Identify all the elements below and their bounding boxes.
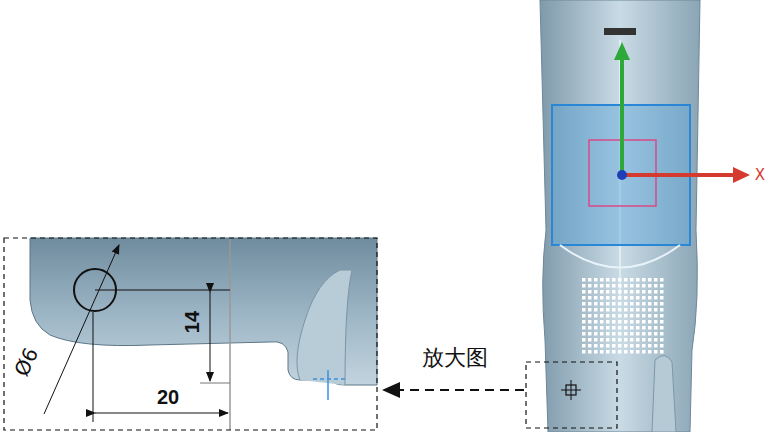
axis-label: X: [755, 168, 765, 183]
model-view: [382, 0, 750, 432]
enlarged-view-note: 放大图: [422, 347, 488, 369]
diameter-dimension: Ø6: [11, 345, 41, 379]
enlarged-view: [4, 238, 377, 430]
vertical-dimension: 14: [182, 311, 202, 333]
horizontal-dimension: 20: [157, 387, 179, 407]
